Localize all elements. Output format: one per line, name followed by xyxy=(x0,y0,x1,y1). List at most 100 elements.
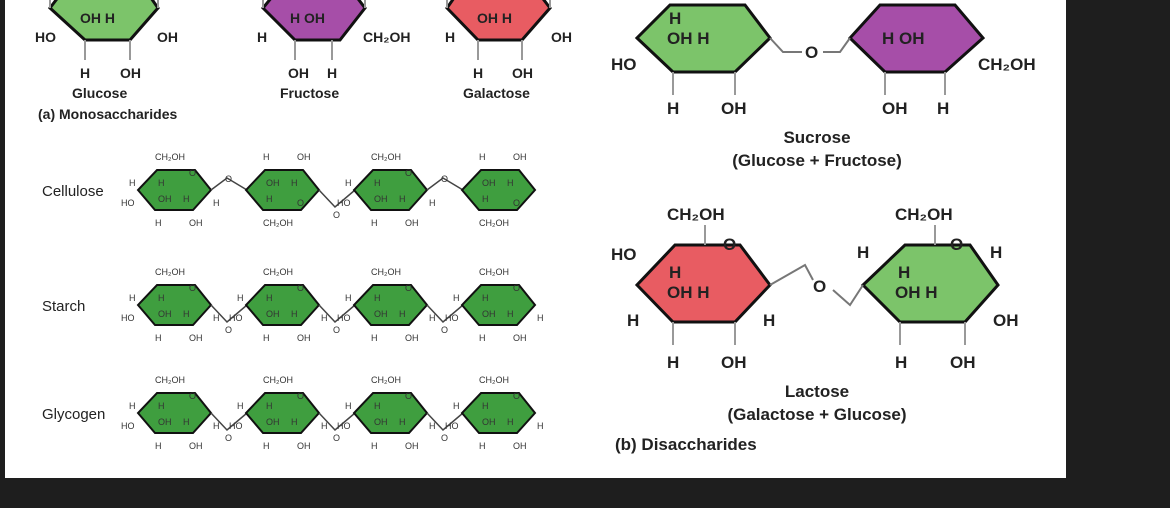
sucrose-glucose-bottom-h: H xyxy=(667,99,679,118)
glycosidic-bond xyxy=(426,177,464,191)
h-label: H xyxy=(237,401,244,411)
glycogen-label: Glycogen xyxy=(42,406,105,423)
glycosidic-bond xyxy=(318,412,356,432)
lactose-glucose-left-h: H xyxy=(857,243,869,262)
glucose-structure: OH H HO OH H OH Glucose xyxy=(35,0,178,101)
glycosidic-oxygen-label: O xyxy=(225,325,232,335)
ring-oxygen-label: O xyxy=(189,391,196,401)
oh-label: OH xyxy=(374,417,388,427)
h-label: H xyxy=(266,293,273,303)
lactose-galactose-ring-oxygen: O xyxy=(723,235,736,254)
sucrose-fructose-bottom-oh: OH xyxy=(882,99,908,118)
h-label: H xyxy=(263,152,270,162)
ring-oxygen-label: O xyxy=(513,283,520,293)
fructose-left-label: H xyxy=(257,29,267,45)
glycosidic-bond xyxy=(318,189,356,209)
ho-label: HO xyxy=(337,313,351,323)
glucose-unit-ring xyxy=(460,392,537,434)
ho-label: HO xyxy=(121,421,135,431)
glucose-bottom-oh: OH xyxy=(120,65,141,81)
h-label: H xyxy=(213,198,220,208)
glucose-left-label: HO xyxy=(35,29,56,45)
ring-oxygen-label: O xyxy=(189,168,196,178)
oh-label: OH xyxy=(513,333,527,343)
h-label: H xyxy=(374,293,381,303)
ch2oh-label: CH₂OH xyxy=(479,267,509,277)
lactose-galactose-left-h: H xyxy=(627,311,639,330)
monosaccharides-caption: (a) Monosaccharides xyxy=(38,106,177,122)
sucrose-glycosidic-oxygen: O xyxy=(805,43,818,62)
h-label: H xyxy=(345,293,352,303)
glucose-unit-ring xyxy=(352,284,429,326)
glycosidic-bond xyxy=(210,177,248,191)
h-label: H xyxy=(537,421,544,431)
h-label: H xyxy=(291,309,298,319)
lactose-composition: (Galactose + Glucose) xyxy=(727,405,906,424)
h-label: H xyxy=(371,333,378,343)
lactose-structure: CH₂OH O HO H OH H H H H OH O CH₂OH O H H… xyxy=(611,205,1019,424)
galactose-bottom-oh: OH xyxy=(512,65,533,81)
glucose-bottom-h: H xyxy=(80,65,90,81)
lactose-galactose-right-h: H xyxy=(763,311,775,330)
h-label: H xyxy=(507,178,514,188)
h-label: H xyxy=(266,194,273,204)
glycosidic-bond xyxy=(318,304,356,324)
oh-label: OH xyxy=(297,333,311,343)
lactose-galactose-left: HO xyxy=(611,245,637,264)
h-label: H xyxy=(537,313,544,323)
lactose-glucose-ch2oh: CH₂OH xyxy=(895,205,953,224)
ho-label: HO xyxy=(229,313,243,323)
ho-label: HO xyxy=(445,313,459,323)
ch2oh-label: CH₂OH xyxy=(479,375,509,385)
h-label: H xyxy=(374,401,381,411)
h-label: H xyxy=(479,333,486,343)
oh-label: OH xyxy=(189,333,203,343)
glucose-inside-label: OH H xyxy=(80,10,115,26)
oh-label: OH xyxy=(158,417,172,427)
glucose-unit-ring xyxy=(136,284,213,326)
h-label: H xyxy=(321,313,328,323)
lactose-glucose-bottom-oh: OH xyxy=(950,353,976,372)
oh-label: OH xyxy=(266,417,280,427)
galactose-structure: OH H H OH H OH Galactose xyxy=(445,0,572,101)
ch2oh-label: CH₂OH xyxy=(371,152,401,162)
ho-label: HO xyxy=(337,198,351,208)
oh-label: OH xyxy=(297,441,311,451)
oh-label: OH xyxy=(513,152,527,162)
glucose-right-label: OH xyxy=(157,29,178,45)
h-label: H xyxy=(155,218,162,228)
lactose-glucose-right-oh: OH xyxy=(993,311,1019,330)
galactose-inside-label: OH H xyxy=(477,10,512,26)
ch2oh-label: CH₂OH xyxy=(263,218,293,228)
h-label: H xyxy=(429,421,436,431)
ho-label: HO xyxy=(121,313,135,323)
h-label: H xyxy=(429,313,436,323)
disaccharides-caption: (b) Disaccharides xyxy=(615,435,757,454)
galactose-left-label: H xyxy=(445,29,455,45)
glucose-unit-ring xyxy=(244,284,321,326)
sucrose-structure: H OH H HO H OH O H OH CH₂OH OH H Sucrose… xyxy=(611,3,1036,170)
ring-oxygen-label: O xyxy=(297,198,304,208)
oh-label: OH xyxy=(405,333,419,343)
h-label: H xyxy=(482,293,489,303)
h-label: H xyxy=(263,441,270,451)
glycosidic-oxygen-label: O xyxy=(441,325,448,335)
lactose-glucose-ring-oxygen: O xyxy=(950,235,963,254)
glycosidic-bond xyxy=(426,412,464,432)
diagram-canvas: OH H HO OH H OH Glucose H OH H CH₂OH OH … xyxy=(35,0,1036,454)
h-label: H xyxy=(183,309,190,319)
fructose-structure: H OH H CH₂OH OH H Fructose xyxy=(257,0,410,101)
galactose-bottom-h: H xyxy=(473,65,483,81)
glucose-unit-ring xyxy=(244,392,321,434)
lactose-galactose-bottom-h: H xyxy=(667,353,679,372)
glucose-unit-ring xyxy=(352,169,429,211)
